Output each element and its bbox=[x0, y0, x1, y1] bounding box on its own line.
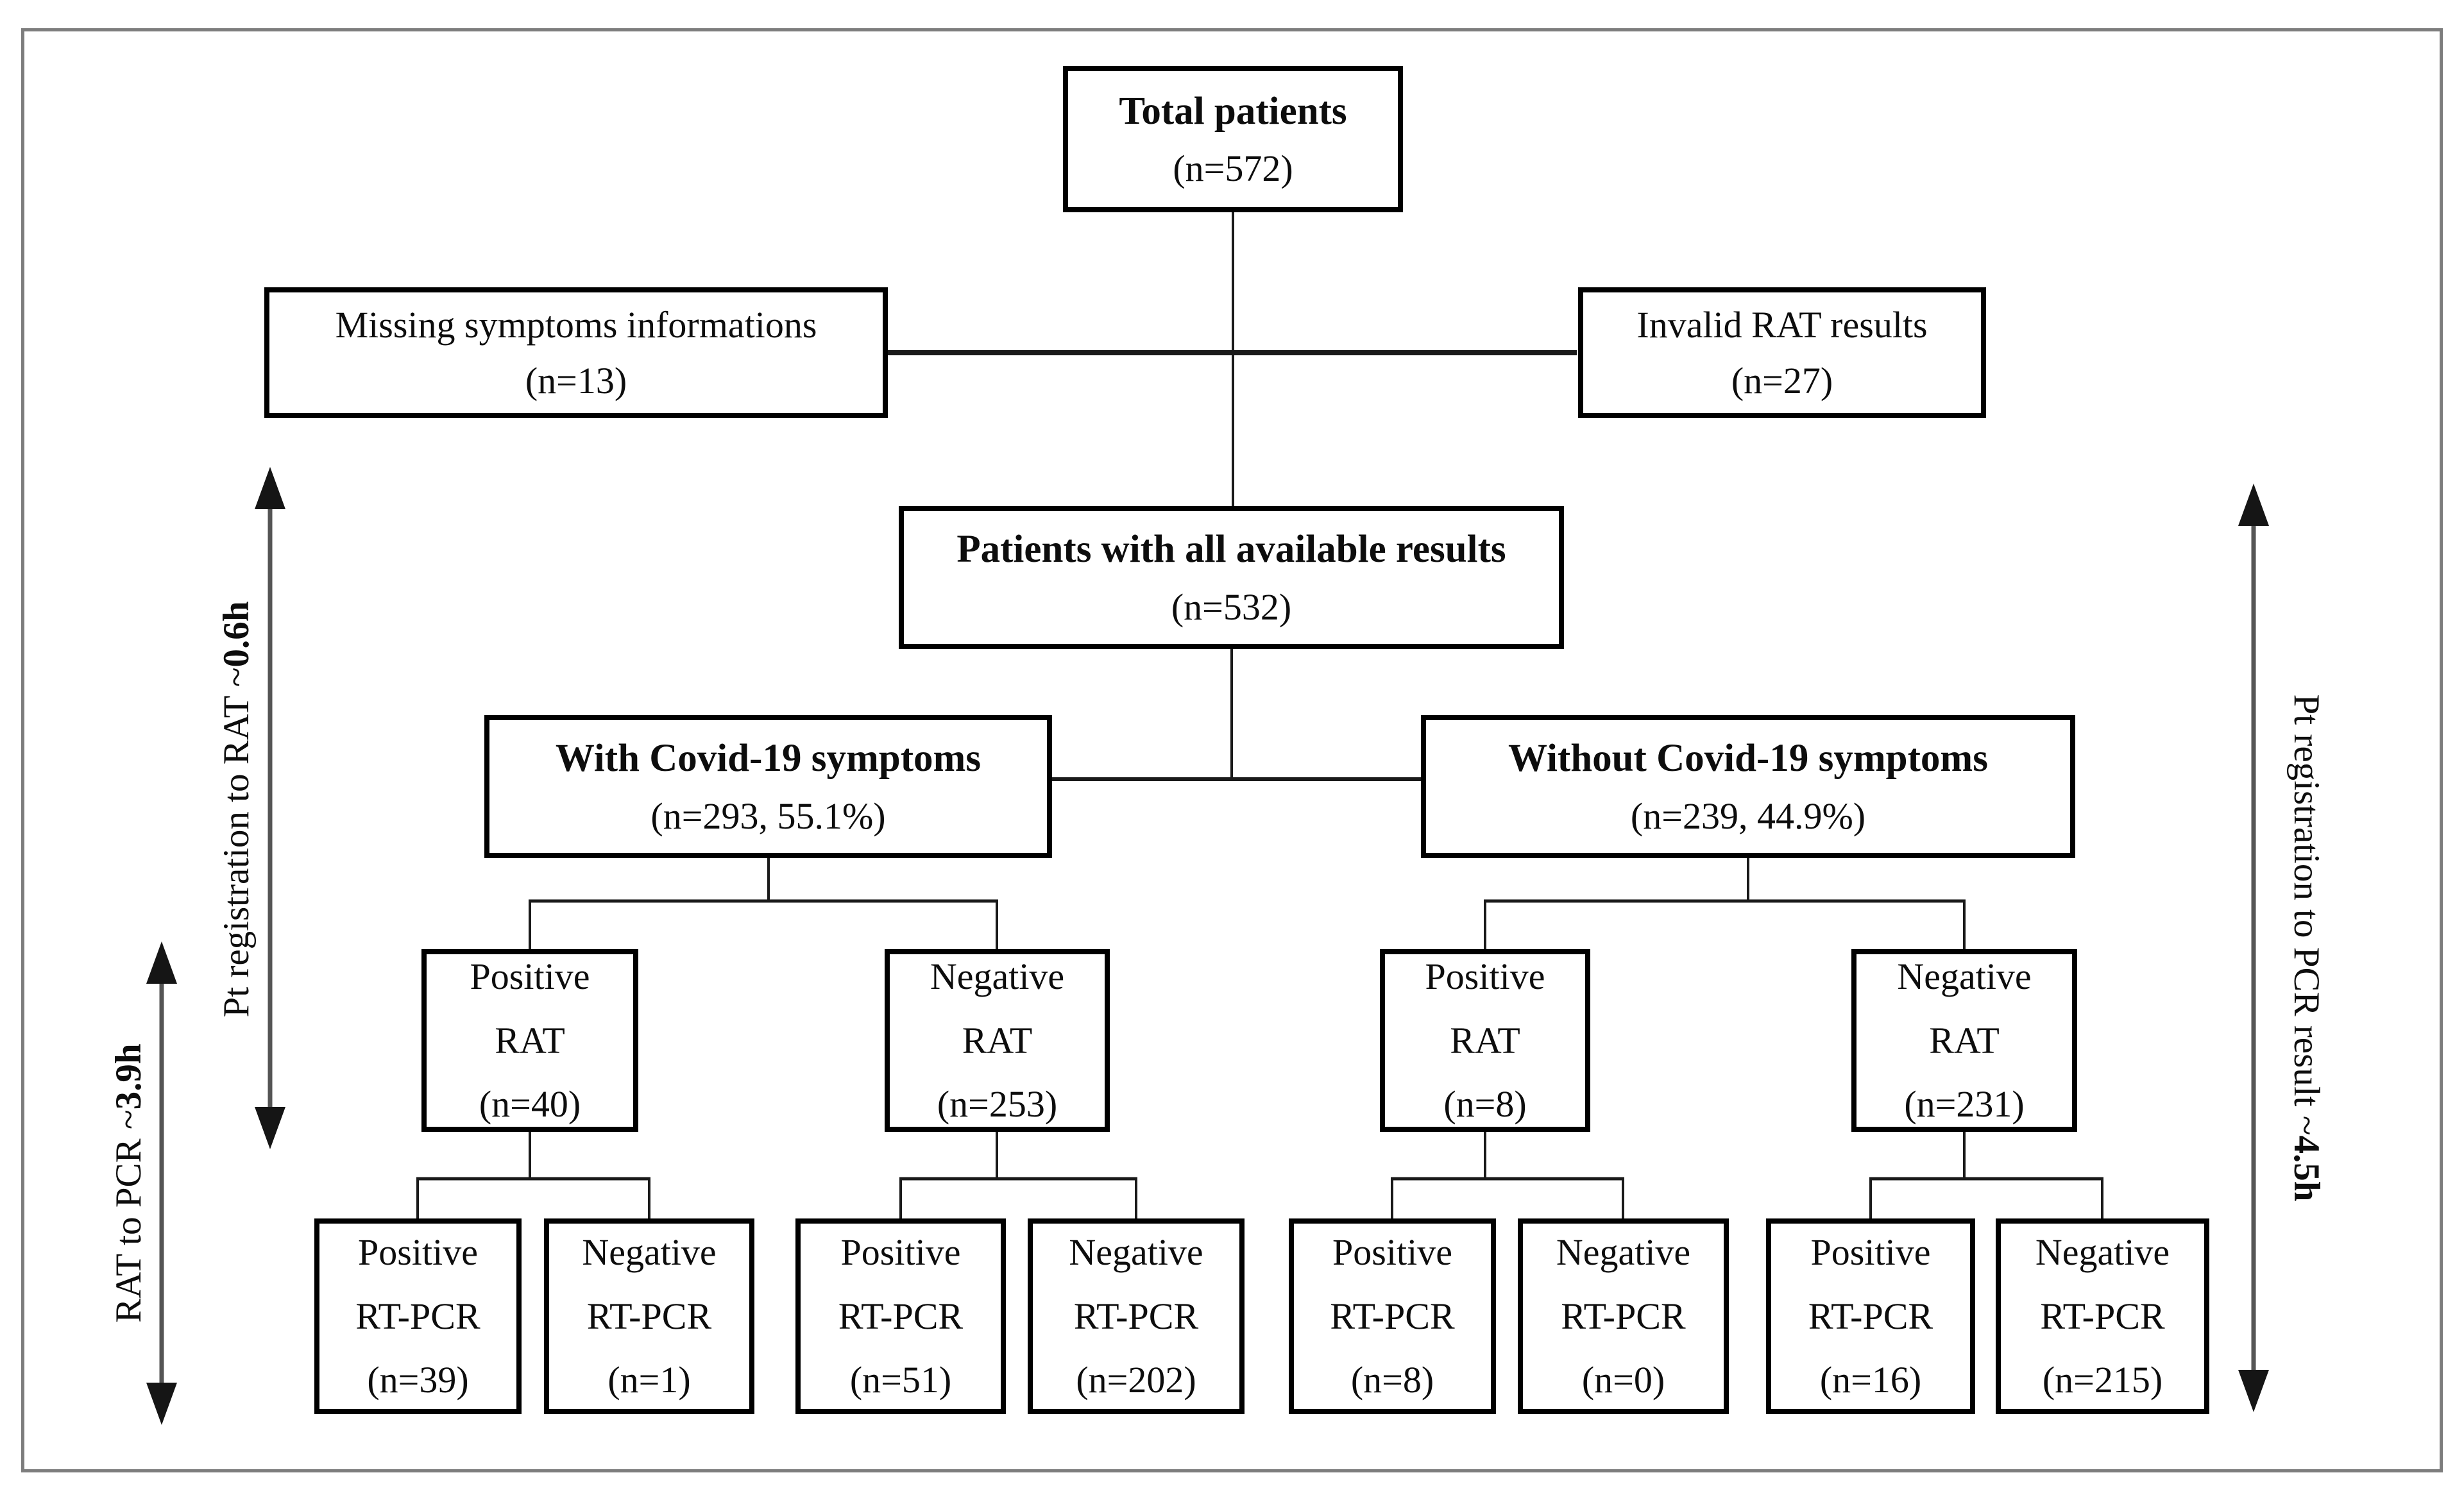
node-count: (n=51) bbox=[849, 1359, 952, 1401]
node-asymptomatic-negative-rat: Negative RAT (n=231) bbox=[1851, 949, 2077, 1132]
node-test: RAT bbox=[1450, 1019, 1520, 1061]
node-count: (n=215) bbox=[2042, 1359, 2163, 1401]
node-test: RT-PCR bbox=[2040, 1295, 2165, 1337]
node-without-symptoms: Without Covid-19 symptoms (n=239, 44.9%) bbox=[1421, 715, 2075, 858]
figure-frame bbox=[21, 28, 2443, 1472]
node-asym-posrat-negative-rtpcr: Negative RT-PCR (n=0) bbox=[1518, 1218, 1729, 1414]
node-result: Positive bbox=[1810, 1231, 1931, 1273]
node-test: RT-PCR bbox=[586, 1295, 712, 1337]
node-sym-negrat-positive-rtpcr: Positive RT-PCR (n=51) bbox=[795, 1218, 1006, 1414]
timing-label-text: RAT to PCR ~ bbox=[108, 1109, 149, 1323]
node-test: RT-PCR bbox=[1808, 1295, 1933, 1337]
node-asym-negrat-negative-rtpcr: Negative RT-PCR (n=215) bbox=[1996, 1218, 2209, 1414]
node-test: RAT bbox=[962, 1019, 1033, 1061]
node-result: Negative bbox=[582, 1231, 717, 1273]
node-count: (n=39) bbox=[367, 1359, 469, 1401]
node-missing-symptoms: Missing symptoms informations (n=13) bbox=[264, 287, 888, 418]
node-asymptomatic-positive-rat: Positive RAT (n=8) bbox=[1380, 949, 1590, 1132]
node-total-patients: Total patients (n=572) bbox=[1063, 66, 1403, 212]
node-sym-negrat-negative-rtpcr: Negative RT-PCR (n=202) bbox=[1028, 1218, 1245, 1414]
node-count: (n=293, 55.1%) bbox=[650, 795, 886, 837]
node-result: Negative bbox=[1069, 1231, 1203, 1273]
node-title: Without Covid-19 symptoms bbox=[1508, 737, 1988, 780]
timing-label-value: 4.5h bbox=[2286, 1135, 2327, 1202]
node-test: RAT bbox=[495, 1019, 565, 1061]
node-result: Positive bbox=[470, 955, 590, 997]
node-result: Negative bbox=[1897, 955, 2032, 997]
node-asym-negrat-positive-rtpcr: Positive RT-PCR (n=16) bbox=[1766, 1218, 1975, 1414]
node-available-results: Patients with all available results (n=5… bbox=[899, 506, 1564, 649]
node-count: (n=8) bbox=[1350, 1359, 1434, 1401]
timing-label-value: 3.9h bbox=[108, 1043, 149, 1110]
node-count: (n=13) bbox=[525, 360, 627, 401]
node-result: Positive bbox=[1332, 1231, 1452, 1273]
timing-arrow-registration-to-rat bbox=[255, 467, 285, 1149]
node-with-symptoms: With Covid-19 symptoms (n=293, 55.1%) bbox=[484, 715, 1052, 858]
node-title: Missing symptoms informations bbox=[335, 304, 817, 346]
node-test: RT-PCR bbox=[355, 1295, 480, 1337]
node-count: (n=0) bbox=[1581, 1359, 1665, 1401]
timing-arrow-rat-to-pcr bbox=[146, 941, 177, 1425]
node-count: (n=532) bbox=[1171, 586, 1292, 628]
node-result: Negative bbox=[930, 955, 1065, 997]
node-test: RT-PCR bbox=[1561, 1295, 1686, 1337]
node-title: Patients with all available results bbox=[956, 528, 1506, 571]
node-asym-posrat-positive-rtpcr: Positive RT-PCR (n=8) bbox=[1289, 1218, 1496, 1414]
node-count: (n=239, 44.9%) bbox=[1630, 795, 1866, 837]
node-count: (n=231) bbox=[1904, 1083, 2025, 1125]
node-title: Invalid RAT results bbox=[1636, 304, 1928, 346]
timing-label-rat-to-pcr: RAT to PCR ~ 3.9h bbox=[103, 734, 154, 1500]
timing-label-registration-to-pcr: Pt registration to PCR result ~ 4.5h bbox=[2281, 499, 2332, 1397]
node-count: (n=202) bbox=[1076, 1359, 1196, 1401]
timing-label-registration-to-rat: Pt registration to RAT ~ 0.6h bbox=[210, 360, 262, 1258]
timing-label-text: Pt registration to RAT ~ bbox=[216, 667, 257, 1018]
node-invalid-rat-results: Invalid RAT results (n=27) bbox=[1578, 287, 1986, 418]
timing-label-text: Pt registration to PCR result ~ bbox=[2286, 694, 2327, 1136]
node-result: Positive bbox=[358, 1231, 478, 1273]
timing-label-value: 0.6h bbox=[216, 601, 257, 668]
node-test: RT-PCR bbox=[838, 1295, 964, 1337]
node-count: (n=40) bbox=[479, 1083, 581, 1125]
node-result: Negative bbox=[2035, 1231, 2170, 1273]
node-result: Positive bbox=[1425, 955, 1545, 997]
node-count: (n=1) bbox=[608, 1359, 691, 1401]
node-symptomatic-negative-rat: Negative RAT (n=253) bbox=[885, 949, 1110, 1132]
node-count: (n=253) bbox=[937, 1083, 1058, 1125]
node-symptomatic-positive-rat: Positive RAT (n=40) bbox=[421, 949, 638, 1132]
node-count: (n=16) bbox=[1819, 1359, 1922, 1401]
node-count: (n=27) bbox=[1731, 360, 1833, 401]
node-title: With Covid-19 symptoms bbox=[555, 737, 981, 780]
node-test: RT-PCR bbox=[1330, 1295, 1455, 1337]
node-count: (n=572) bbox=[1173, 147, 1293, 190]
node-sym-posrat-negative-rtpcr: Negative RT-PCR (n=1) bbox=[544, 1218, 754, 1414]
node-test: RT-PCR bbox=[1073, 1295, 1199, 1337]
node-title: Total patients bbox=[1119, 89, 1347, 133]
node-result: Positive bbox=[840, 1231, 961, 1273]
node-test: RAT bbox=[1929, 1019, 2000, 1061]
node-sym-posrat-positive-rtpcr: Positive RT-PCR (n=39) bbox=[314, 1218, 522, 1414]
node-count: (n=8) bbox=[1443, 1083, 1527, 1125]
timing-arrow-registration-to-pcr bbox=[2238, 484, 2269, 1412]
node-result: Negative bbox=[1556, 1231, 1691, 1273]
